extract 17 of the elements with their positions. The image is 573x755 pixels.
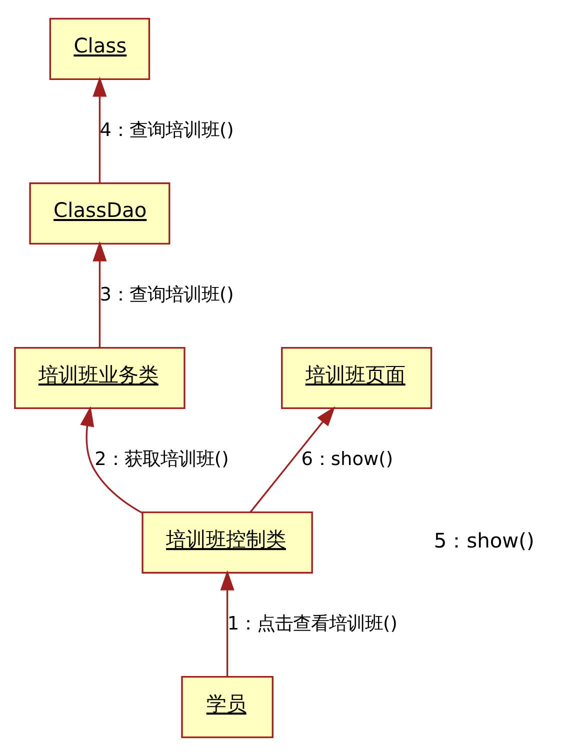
arrow	[92, 76, 107, 182]
node-box: 培训班业务类	[14, 346, 186, 409]
edge-label: 3：查询培训班()	[100, 284, 234, 305]
label: 5：show()	[434, 528, 534, 552]
node-box: 培训班页面	[281, 346, 432, 409]
arrow	[220, 570, 234, 676]
edge-label: 2：获取培训班()	[94, 448, 229, 470]
arrow	[80, 406, 142, 514]
node-box: 培训班控制类	[142, 510, 313, 574]
arrow	[92, 240, 107, 347]
node-box: ClassDao	[29, 182, 170, 244]
edge-label: 6：show()	[301, 448, 394, 470]
edge-label: 1：点击查看培训班()	[227, 613, 398, 634]
edge-label: 4：查询培训班()	[100, 119, 234, 140]
node-box: 学员	[181, 676, 274, 738]
node-box: Class	[49, 17, 150, 80]
arrow	[250, 406, 336, 512]
